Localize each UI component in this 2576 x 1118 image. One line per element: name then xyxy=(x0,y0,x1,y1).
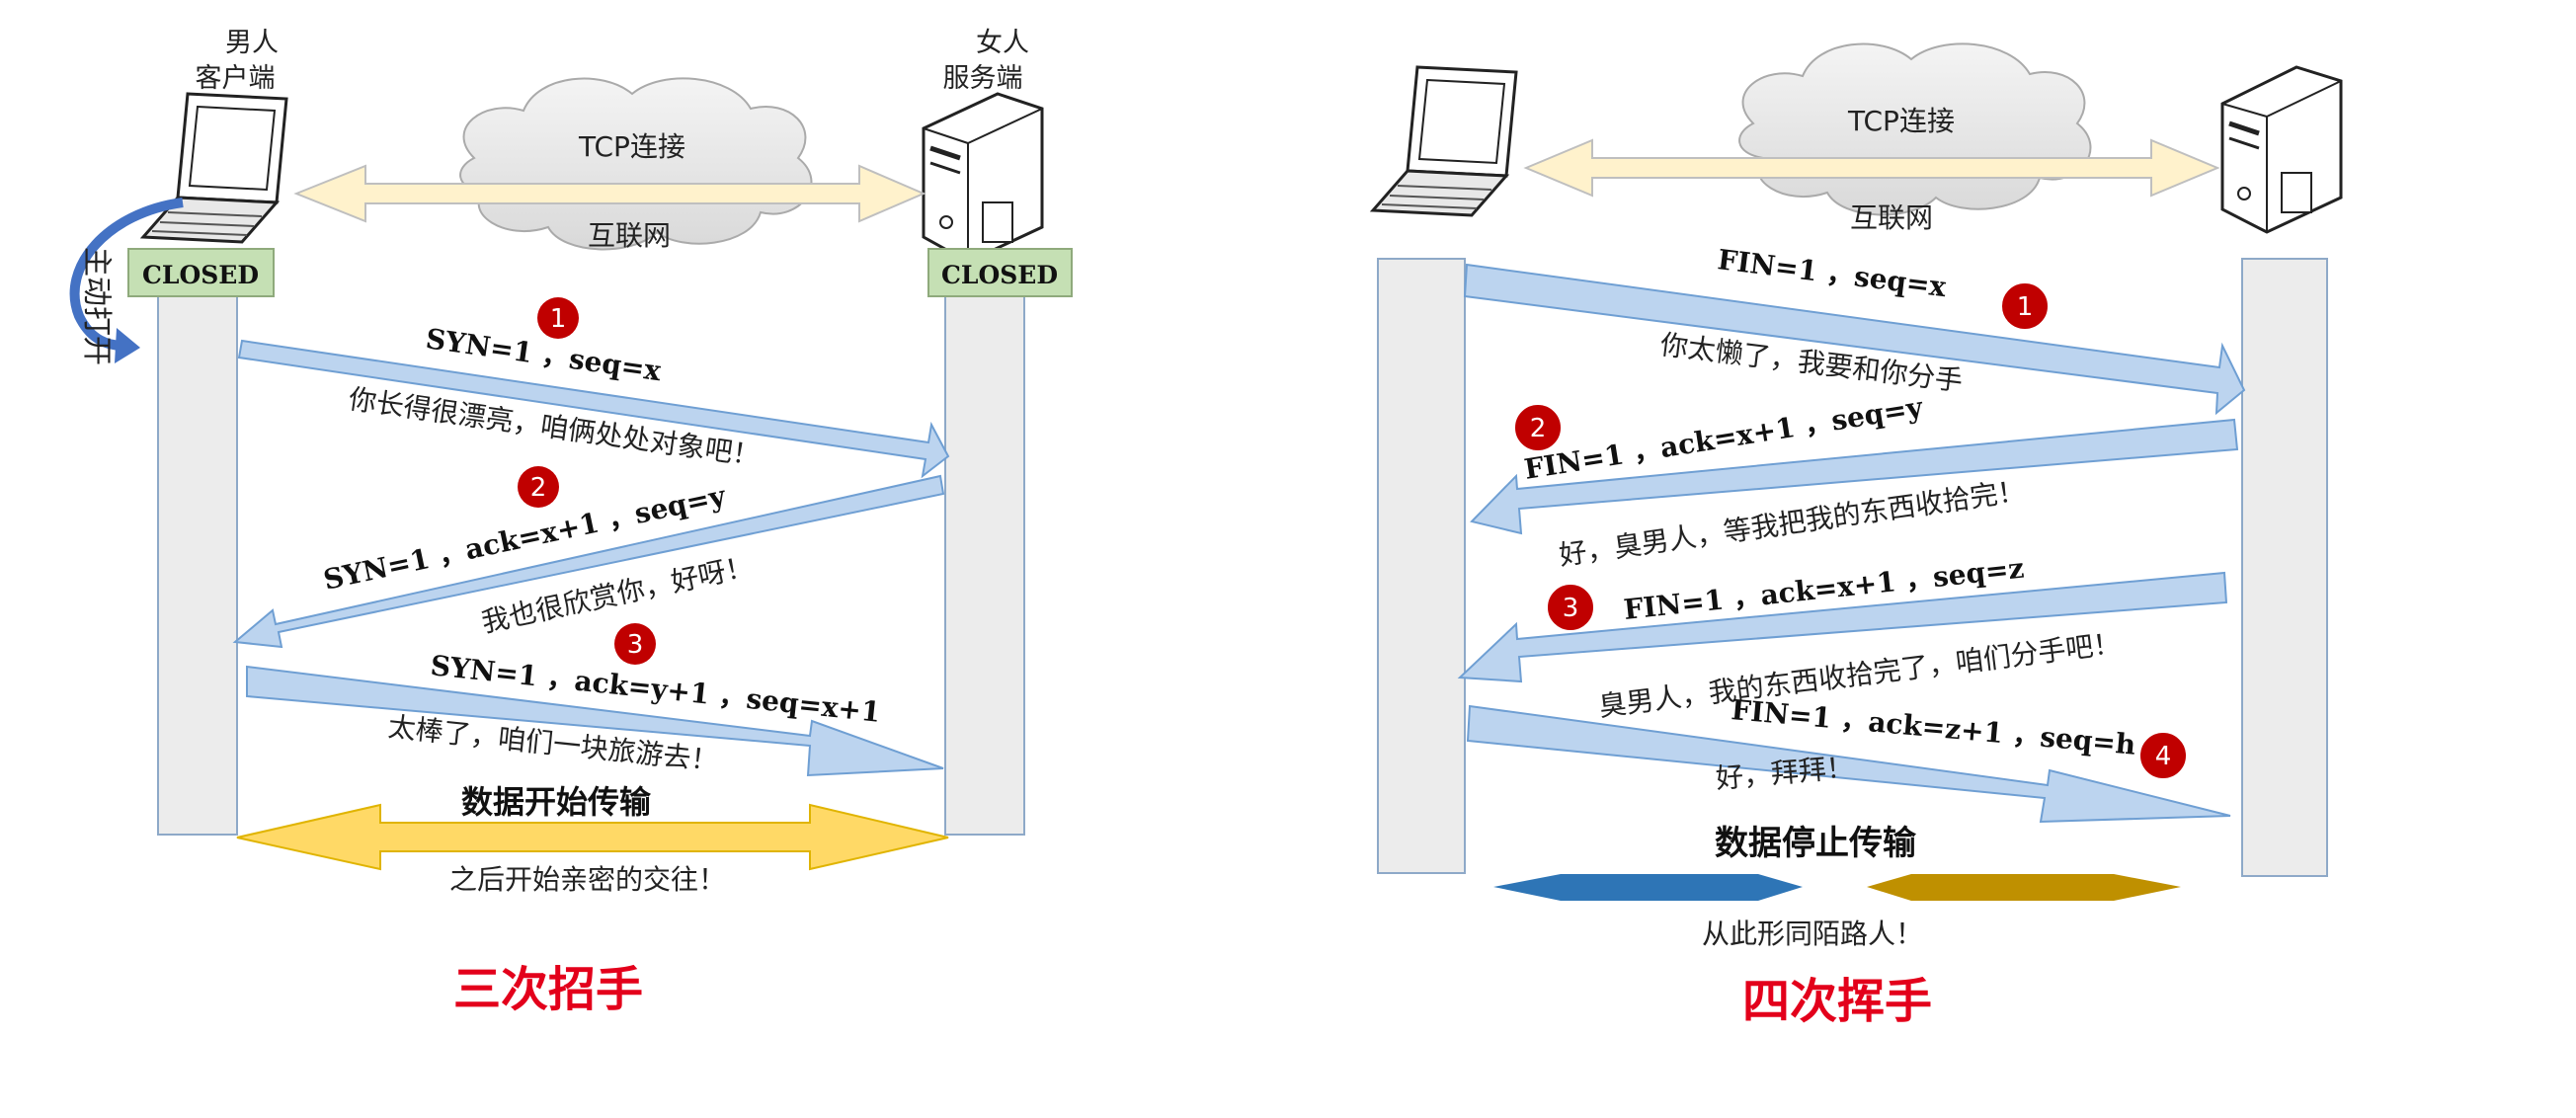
tcp-connection-arrow xyxy=(293,164,926,223)
ack-arrow-3 xyxy=(246,665,944,777)
server-label-line2: 服务端 xyxy=(943,63,1023,94)
laptop-icon xyxy=(139,92,288,244)
step-badge-1: 1 xyxy=(537,297,579,339)
internet-label: 互联网 xyxy=(1850,201,1933,234)
syn-ack-message-2-cn: 我也很欣赏你，好呀！ xyxy=(479,549,757,638)
server-label-line1: 女人 xyxy=(976,28,1029,58)
svg-text:2: 2 xyxy=(530,473,547,503)
fin-message-1: FIN=1 ，seq=x xyxy=(1716,243,1948,303)
client-state-box xyxy=(127,248,275,297)
svg-text:3: 3 xyxy=(1563,594,1579,623)
four-way-wave-title: 四次挥手 xyxy=(1742,974,1932,1029)
client-lifeline xyxy=(157,248,238,836)
active-open-label: 主动打开 xyxy=(79,247,114,365)
svg-text:1: 1 xyxy=(2017,292,2034,322)
server-lifeline xyxy=(2241,258,2328,877)
right-panel: TCP连接 互联网 FIN=1 ，seq=x 你太懒了，我要和你分手 1 FIN… xyxy=(1369,42,2343,1029)
laptop-icon xyxy=(1369,65,1518,217)
client-label-line2: 客户端 xyxy=(196,63,276,94)
svg-text:3: 3 xyxy=(627,630,644,660)
step-badge-2: 2 xyxy=(1513,403,1563,452)
server-icon xyxy=(922,92,1044,264)
syn-arrow-1 xyxy=(237,339,950,479)
client-state: CLOSED xyxy=(142,261,259,289)
svg-text:1: 1 xyxy=(550,304,567,334)
server-lifeline xyxy=(944,248,1025,836)
internet-label: 互联网 xyxy=(588,219,671,252)
data-start-arrow xyxy=(236,803,949,871)
server-state-box xyxy=(927,248,1073,297)
after-label: 之后开始亲密的交往！ xyxy=(449,863,726,896)
data-stop-label: 数据停止传输 xyxy=(1715,824,1917,863)
server-state: CLOSED xyxy=(941,261,1058,289)
three-way-handshake-title: 三次招手 xyxy=(453,962,643,1017)
ack-arrow-2 xyxy=(1470,418,2239,535)
data-stop-arrow-left xyxy=(1493,874,1803,901)
svg-text:4: 4 xyxy=(2155,742,2172,771)
tcp-connection-arrow xyxy=(1523,138,2220,198)
client-label-line1: 男人 xyxy=(225,28,279,58)
step-badge-3: 3 xyxy=(1546,583,1595,632)
fin-arrow-1 xyxy=(1463,263,2246,416)
tcp-label: TCP连接 xyxy=(1847,105,1955,137)
step-badge-3: 3 xyxy=(614,623,656,665)
left-panel: 男人 客户端 女人 服务端 TCP连接 互联网 xyxy=(69,28,1073,1017)
data-stop-arrow-right xyxy=(1867,874,2181,901)
svg-text:2: 2 xyxy=(1530,414,1547,443)
syn-ack-arrow-2 xyxy=(232,474,945,649)
ack-arrow-4 xyxy=(1466,704,2231,824)
step-badge-2: 2 xyxy=(518,466,559,508)
client-lifeline xyxy=(1377,258,1466,874)
data-start-label: 数据开始传输 xyxy=(461,783,652,821)
fin-arrow-3 xyxy=(1457,571,2228,683)
server-icon xyxy=(2220,65,2343,234)
step-badge-4: 4 xyxy=(2138,731,2188,780)
after-label: 从此形同陌路人！ xyxy=(1702,918,1923,950)
active-open-arrow xyxy=(69,198,184,363)
step-badge-1: 1 xyxy=(2000,281,2050,331)
tcp-label: TCP连接 xyxy=(578,130,685,163)
